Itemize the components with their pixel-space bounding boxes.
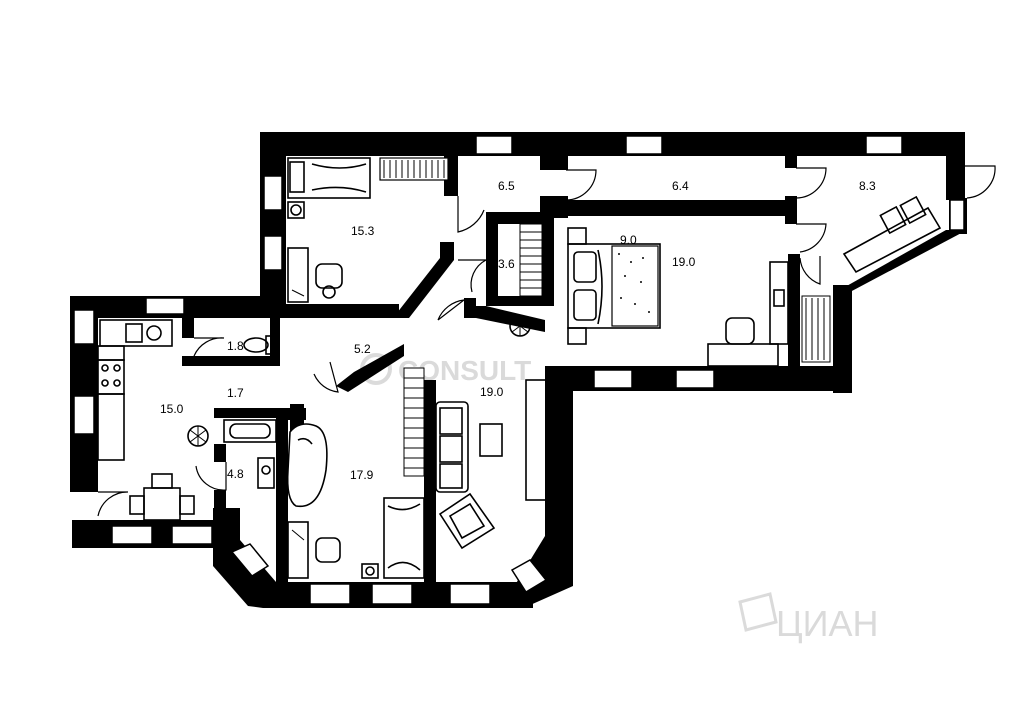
wardrobe-shelves-icon bbox=[801, 295, 831, 363]
bed-icon bbox=[287, 157, 371, 199]
desk-icon bbox=[287, 247, 309, 303]
area-labels: 15.3 6.5 6.4 8.3 3.6 19.0 1.8 5.2 1.7 15… bbox=[160, 179, 876, 482]
bathtub-icon bbox=[223, 419, 277, 443]
room-area-corridor-top-right: 8.3 bbox=[859, 179, 876, 193]
watermark-brand: ЦИАН bbox=[776, 603, 879, 644]
chair-icon bbox=[315, 263, 343, 299]
tv-stand-icon bbox=[525, 379, 547, 501]
bed-note: 9.0 bbox=[620, 233, 637, 247]
single-bed-icon bbox=[383, 497, 425, 579]
dining-table-icon bbox=[129, 473, 195, 521]
bedroom-south-chair-icon bbox=[315, 537, 341, 563]
stove-icon bbox=[97, 359, 125, 395]
living-sofa-icon bbox=[435, 401, 469, 493]
room-area-bedroom-south: 17.9 bbox=[350, 468, 374, 482]
room-area-corridor-top-left: 6.5 bbox=[498, 179, 515, 193]
sink-icon bbox=[99, 319, 173, 347]
room-area-kitchen-passage: 1.7 bbox=[227, 386, 244, 400]
room-area-bedroom-east: 19.0 bbox=[672, 255, 696, 269]
shelf-icon bbox=[519, 223, 543, 297]
room-area-hall: 5.2 bbox=[354, 342, 371, 356]
cian-logo-icon: ЦИАН bbox=[738, 592, 879, 644]
doors bbox=[97, 165, 996, 517]
room-area-toilet: 1.8 bbox=[227, 339, 244, 353]
cabinet-icon bbox=[842, 195, 942, 274]
double-bed-icon bbox=[567, 243, 661, 329]
radiator-icon bbox=[379, 157, 449, 181]
living-plant-icon bbox=[509, 315, 531, 337]
counter bbox=[97, 393, 125, 461]
washbasin-icon bbox=[257, 457, 275, 489]
bedroom-south-plant-icon bbox=[361, 563, 379, 579]
coffee-table-icon bbox=[479, 423, 503, 457]
sofa-icon bbox=[286, 423, 328, 508]
plant-icon bbox=[287, 201, 305, 219]
wardrobe-icon bbox=[769, 261, 789, 345]
armchair-icon bbox=[438, 492, 496, 550]
tall-shelf-icon bbox=[403, 367, 425, 477]
room-area-living-room: 19.0 bbox=[480, 385, 504, 399]
bedroom-south-desk-icon bbox=[287, 521, 309, 579]
furniture: 9.0 bbox=[97, 157, 942, 579]
room-area-bedroom-nw: 15.3 bbox=[351, 224, 375, 238]
kitchen-plant-icon bbox=[187, 425, 209, 447]
room-area-storage: 3.6 bbox=[498, 257, 515, 271]
room-area-corridor-top-mid: 6.4 bbox=[672, 179, 689, 193]
windows bbox=[73, 135, 965, 605]
toilet-icon bbox=[243, 335, 273, 355]
room-area-bathroom: 4.8 bbox=[227, 467, 244, 481]
room-area-kitchen: 15.0 bbox=[160, 402, 184, 416]
bedroom-desk-icon bbox=[707, 317, 779, 367]
